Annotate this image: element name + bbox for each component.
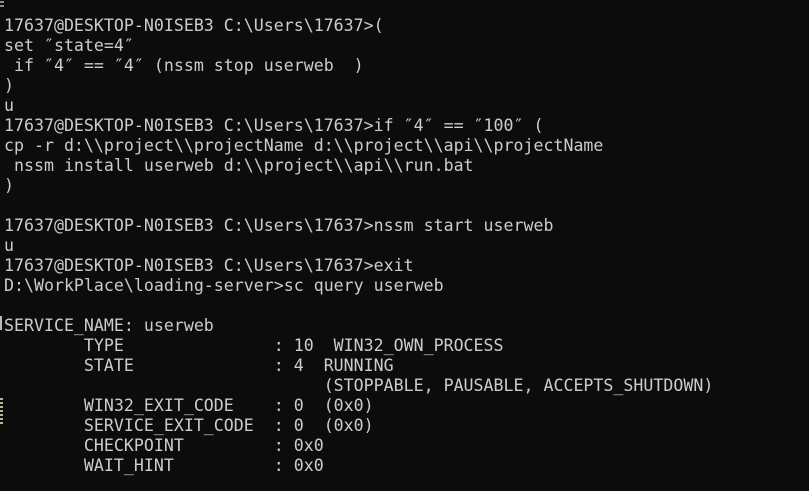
terminal-line: 17637@DESKTOP-N0ISEB3 C:\Users\17637>nss… bbox=[4, 216, 554, 235]
terminal-line: WAIT_HINT : 0x0 bbox=[4, 456, 324, 475]
terminal-line bbox=[4, 296, 809, 316]
terminal-line: 17637@DESKTOP-N0ISEB3 C:\Users\17637>( bbox=[4, 16, 384, 35]
terminal-line: ) bbox=[4, 76, 14, 95]
terminal-line: TYPE : 10 WIN32_OWN_PROCESS bbox=[4, 336, 504, 355]
terminal-line: STATE : 4 RUNNING bbox=[4, 356, 394, 375]
terminal-line: 17637@DESKTOP-N0ISEB3 C:\Users\17637>if … bbox=[4, 116, 544, 135]
terminal-line: CHECKPOINT : 0x0 bbox=[4, 436, 324, 455]
left-edge-crop-fragment-mid bbox=[0, 316, 2, 330]
terminal-line: if ″4″ == ″4″ (nssm stop userweb ) bbox=[4, 56, 364, 75]
terminal-line: (STOPPABLE, PAUSABLE, ACCEPTS_SHUTDOWN) bbox=[4, 376, 714, 395]
terminal-line: SERVICE_EXIT_CODE : 0 (0x0) bbox=[4, 416, 374, 435]
terminal-line: WIN32_EXIT_CODE : 0 (0x0) bbox=[4, 396, 374, 415]
terminal-output: 17637@DESKTOP-N0ISEB3 C:\Users\17637>( s… bbox=[4, 16, 809, 476]
left-edge-crop-fragment-stripes bbox=[0, 398, 3, 426]
left-edge-crop-fragment-top bbox=[0, 1, 4, 9]
terminal-line bbox=[4, 196, 809, 216]
terminal-line: ) bbox=[4, 176, 14, 195]
terminal-line: SERVICE_NAME: userweb bbox=[4, 316, 214, 335]
terminal-line: set ″state=4″ bbox=[4, 36, 134, 55]
terminal-line: cp -r d:\\project\\projectName d:\\proje… bbox=[4, 136, 604, 155]
terminal-line: nssm install userweb d:\\project\\api\\r… bbox=[4, 156, 474, 175]
terminal-line: u bbox=[4, 236, 14, 255]
terminal-line: D:\WorkPlace\loading-server>sc query use… bbox=[4, 276, 444, 295]
terminal-line: u bbox=[4, 96, 14, 115]
terminal-line: 17637@DESKTOP-N0ISEB3 C:\Users\17637>exi… bbox=[4, 256, 414, 275]
